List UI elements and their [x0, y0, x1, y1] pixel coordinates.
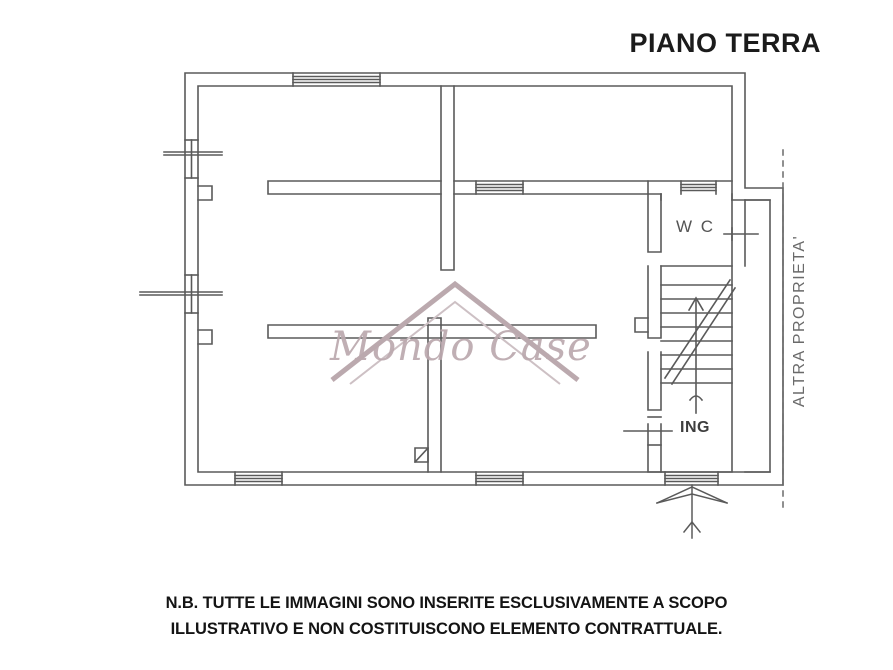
wc-wall-top-stub [647, 180, 733, 195]
room-label-wc: W C [676, 217, 716, 236]
door-opening-hall-left [623, 416, 673, 446]
window-bottom-left [234, 471, 283, 486]
partition-wall-upper-horizontal-right [453, 180, 649, 195]
window-left-upper [163, 139, 223, 179]
partition-wall-lower-horizontal [267, 324, 597, 339]
entrance-arrow [656, 484, 728, 539]
door-swing-lower-room [413, 446, 430, 464]
partition-wall-tee-cap [427, 317, 442, 326]
disclaimer-line-2: ILLUSTRATIVO E NON COSTITUISCONO ELEMENT… [170, 620, 723, 638]
partition-wall-upper-vertical [440, 85, 455, 271]
hall-wall-jog [634, 317, 649, 333]
wc-wall-right [660, 193, 733, 201]
staircase-break-line [663, 278, 737, 386]
window-bottom-center [475, 471, 524, 486]
wc-wall-left-stub [647, 193, 662, 253]
staircase-direction-arrow [687, 296, 705, 414]
staircase-arrow-tail [688, 395, 704, 402]
wall-jog-left-lower [197, 329, 213, 345]
window-bottom-entrance [664, 471, 719, 486]
hall-wall-left-bottom [647, 423, 662, 473]
partition-wall-lower-vertical [427, 324, 442, 473]
window-top [292, 72, 381, 87]
adjacent-property-strip [744, 199, 771, 473]
hall-wall-left-lower [647, 351, 662, 411]
door-opening-upper-horizontal [475, 180, 524, 195]
door-symbol-lower-room [414, 447, 429, 463]
door-opening-right-wall [723, 227, 759, 241]
disclaimer: N.B. TUTTE LE IMMAGINI SONO INSERITE ESC… [0, 590, 893, 642]
window-left-lower [139, 274, 223, 314]
page-title: PIANO TERRA [629, 28, 821, 58]
room-label-entrance: ING [680, 419, 710, 436]
hall-wall-right-vertical [731, 199, 746, 267]
partition-wall-upper-horizontal-left [267, 180, 442, 195]
annotation-adjacent-property: ALTRA PROPRIETA' [791, 234, 808, 408]
wall-jog-left [197, 185, 213, 201]
window-wc-top [680, 180, 717, 195]
disclaimer-line-1: N.B. TUTTE LE IMMAGINI SONO INSERITE ESC… [165, 594, 728, 612]
hall-wall-left-upper [647, 265, 662, 339]
inner-wall-outline [197, 85, 771, 473]
